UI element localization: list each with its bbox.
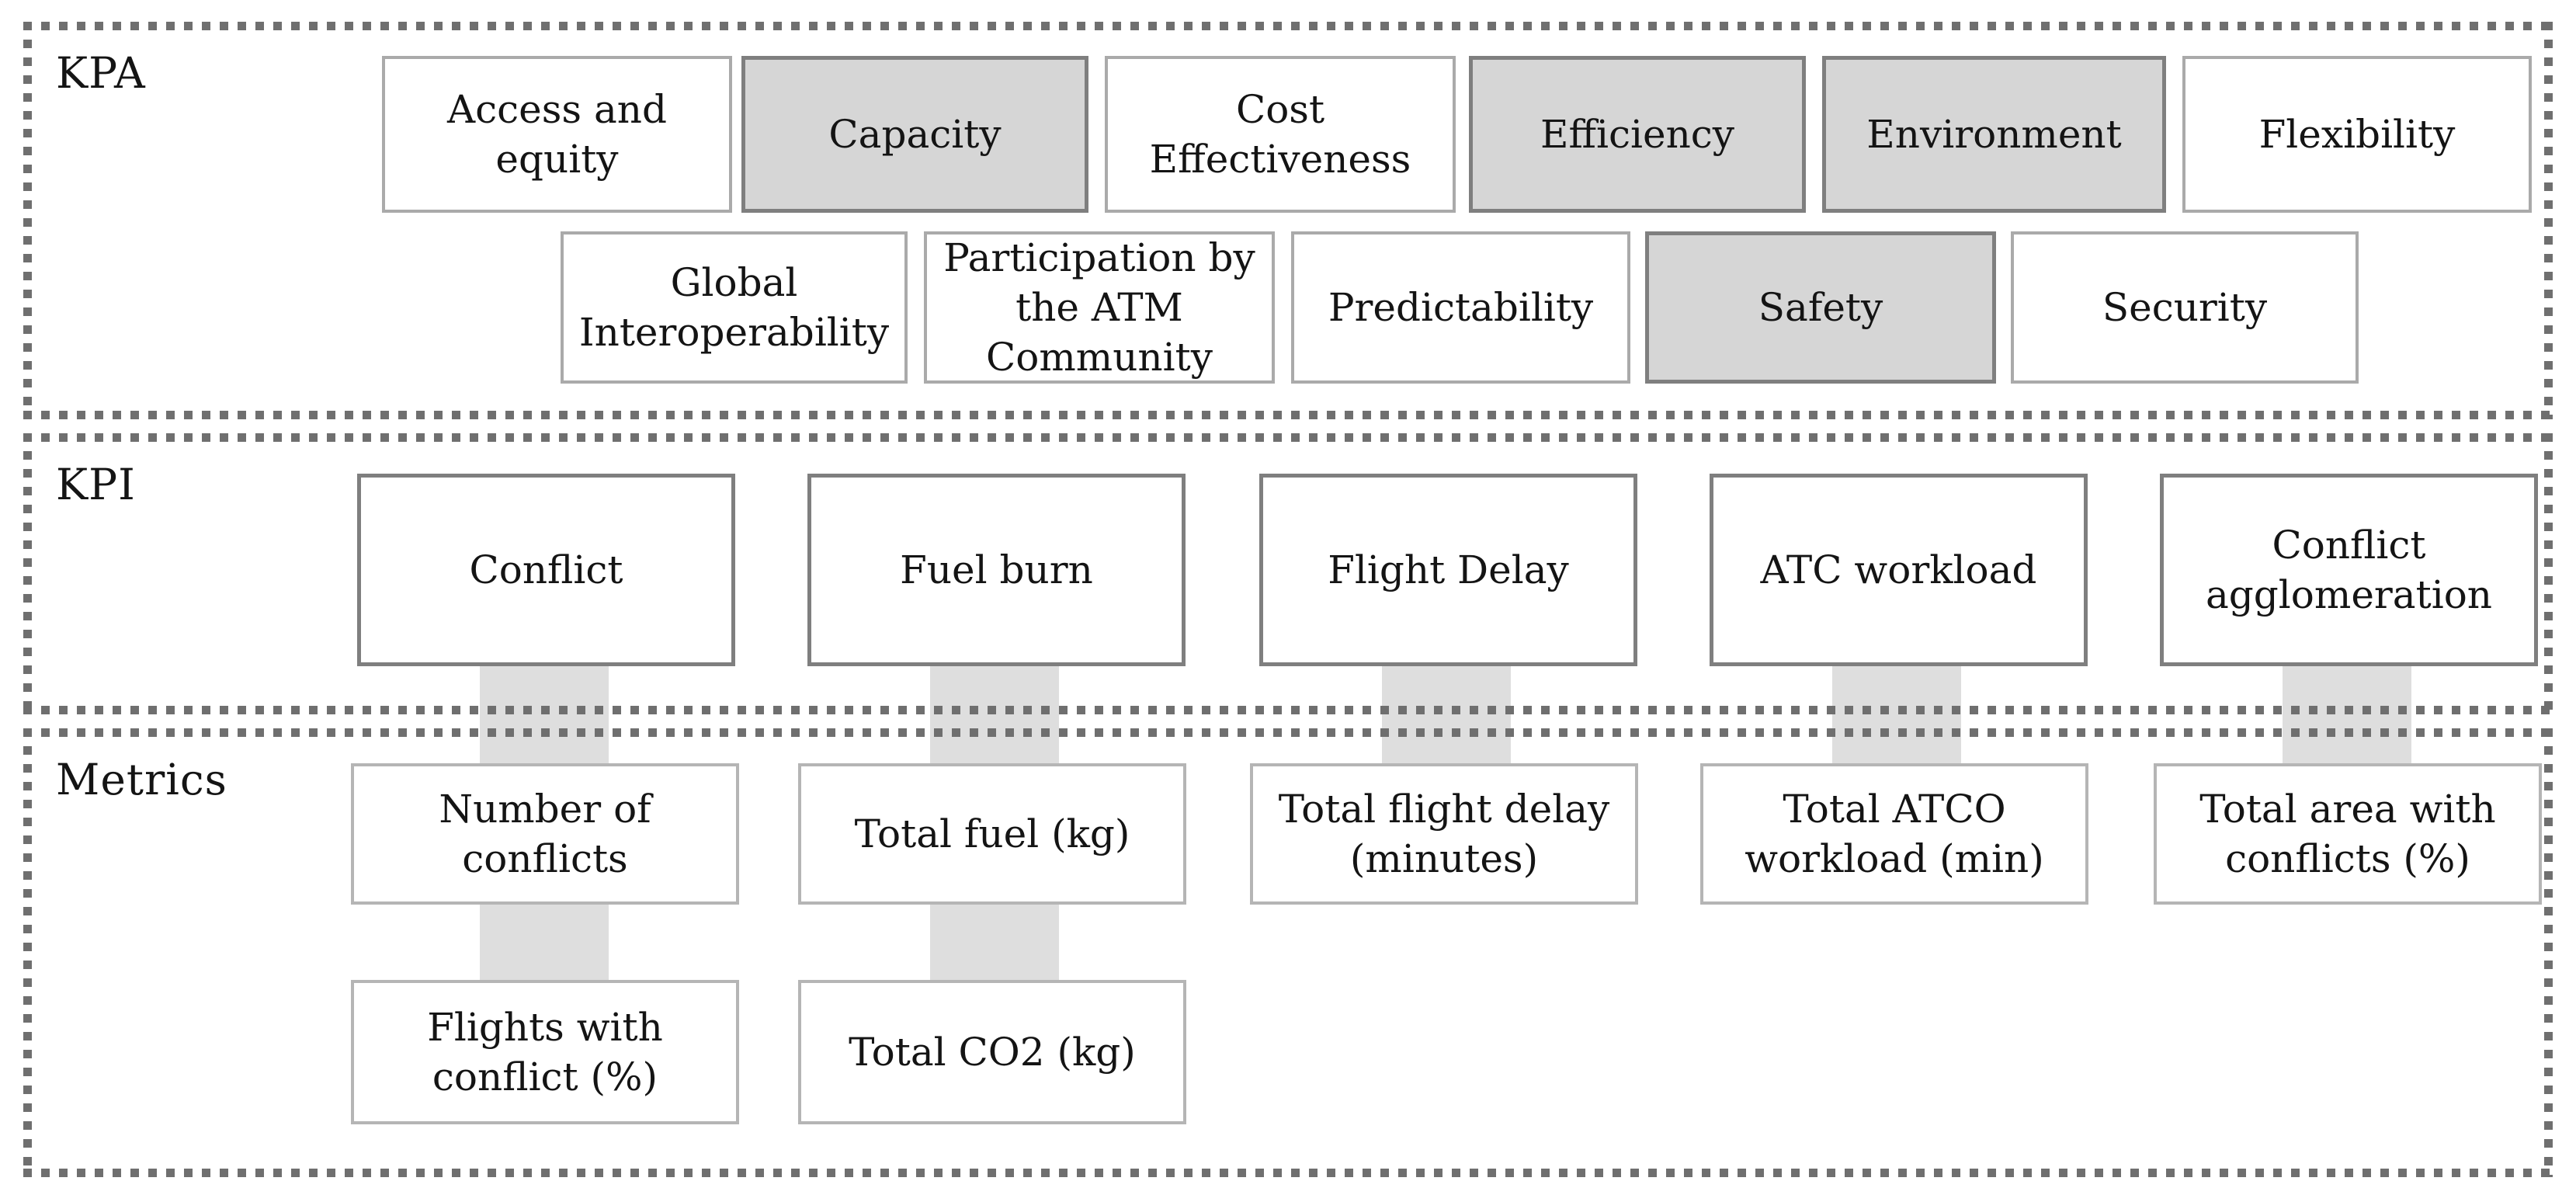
- metrics-section-label: Metrics: [56, 755, 227, 804]
- kpa-box-predictability: Predictability: [1291, 231, 1630, 384]
- kpa-box-label: Cost Effectiveness: [1149, 87, 1411, 182]
- kpa-box-label: Access and equity: [447, 87, 667, 182]
- metric-box-label: Total flight delay (minutes): [1278, 787, 1610, 881]
- kpa-section-label: KPA: [56, 48, 146, 98]
- metric-box-total-flight-delay-minutes: Total flight delay (minutes): [1250, 763, 1638, 905]
- kpa-box-label: Participation by the ATM Community: [943, 235, 1255, 380]
- metric-box-flights-with-conflict-pct: Flights with conflict (%): [351, 980, 739, 1124]
- metric-box-total-fuel-kg: Total fuel (kg): [798, 763, 1186, 905]
- kpa-box-participation-by-the-atm-community: Participation by the ATM Community: [924, 231, 1275, 384]
- kpa-box-label: Security: [2102, 285, 2268, 330]
- metric-box-total-area-with-conflicts-pct: Total area with conflicts (%): [2154, 763, 2542, 905]
- kpa-box-environment: Environment: [1822, 56, 2166, 213]
- kpi-box-label: Flight Delay: [1328, 547, 1569, 592]
- kpa-box-cost-effectiveness: Cost Effectiveness: [1105, 56, 1456, 213]
- metrics-section: Metrics Number of conflicts Total fuel (…: [23, 728, 2553, 1177]
- kpa-box-access-and-equity: Access and equity: [382, 56, 732, 213]
- metric-box-label: Flights with conflict (%): [427, 1005, 663, 1099]
- metric-box-label: Total ATCO workload (min): [1745, 787, 2044, 881]
- kpa-box-label: Environment: [1866, 112, 2122, 157]
- kpi-box-conflict-agglomeration: Conflict agglomeration: [2160, 474, 2538, 666]
- kpi-box-fuel-burn: Fuel burn: [807, 474, 1186, 666]
- kpi-section-label: KPI: [56, 460, 136, 509]
- kpa-box-global-interoperability: Global Interoperability: [561, 231, 908, 384]
- kpa-box-capacity: Capacity: [741, 56, 1088, 213]
- kpa-section: KPA Access and equity Capacity Cost Effe…: [23, 22, 2553, 419]
- kpa-box-security: Security: [2011, 231, 2359, 384]
- kpa-box-efficiency: Efficiency: [1469, 56, 1806, 213]
- kpi-box-label: Fuel burn: [900, 547, 1093, 592]
- kpi-box-atc-workload: ATC workload: [1710, 474, 2088, 666]
- kpi-box-label: Conflict agglomeration: [2205, 523, 2493, 617]
- metric-box-total-atco-workload-min: Total ATCO workload (min): [1700, 763, 2088, 905]
- kpa-box-label: Predictability: [1328, 285, 1594, 330]
- kpi-box-label: Conflict: [469, 547, 623, 592]
- kpa-box-flexibility: Flexibility: [2182, 56, 2532, 213]
- metric-box-label: Number of conflicts: [439, 787, 651, 881]
- kpi-section: KPI Conflict Fuel burn Flight Delay ATC …: [23, 433, 2553, 714]
- kpa-box-label: Capacity: [828, 112, 1002, 157]
- kpa-box-safety: Safety: [1645, 231, 1996, 384]
- metric-box-label: Total fuel (kg): [854, 811, 1130, 856]
- kpi-box-flight-delay: Flight Delay: [1259, 474, 1637, 666]
- kpi-box-label: ATC workload: [1760, 547, 2037, 592]
- kpa-box-label: Flexibility: [2258, 112, 2456, 157]
- kpa-box-label: Efficiency: [1540, 112, 1735, 157]
- metric-box-total-co2-kg: Total CO2 (kg): [798, 980, 1186, 1124]
- kpa-box-label: Safety: [1758, 285, 1883, 330]
- metric-box-label: Total CO2 (kg): [849, 1030, 1136, 1075]
- metric-box-number-of-conflicts: Number of conflicts: [351, 763, 739, 905]
- kpa-box-label: Global Interoperability: [578, 260, 890, 355]
- kpi-box-conflict: Conflict: [357, 474, 735, 666]
- metric-box-label: Total area with conflicts (%): [2199, 787, 2496, 881]
